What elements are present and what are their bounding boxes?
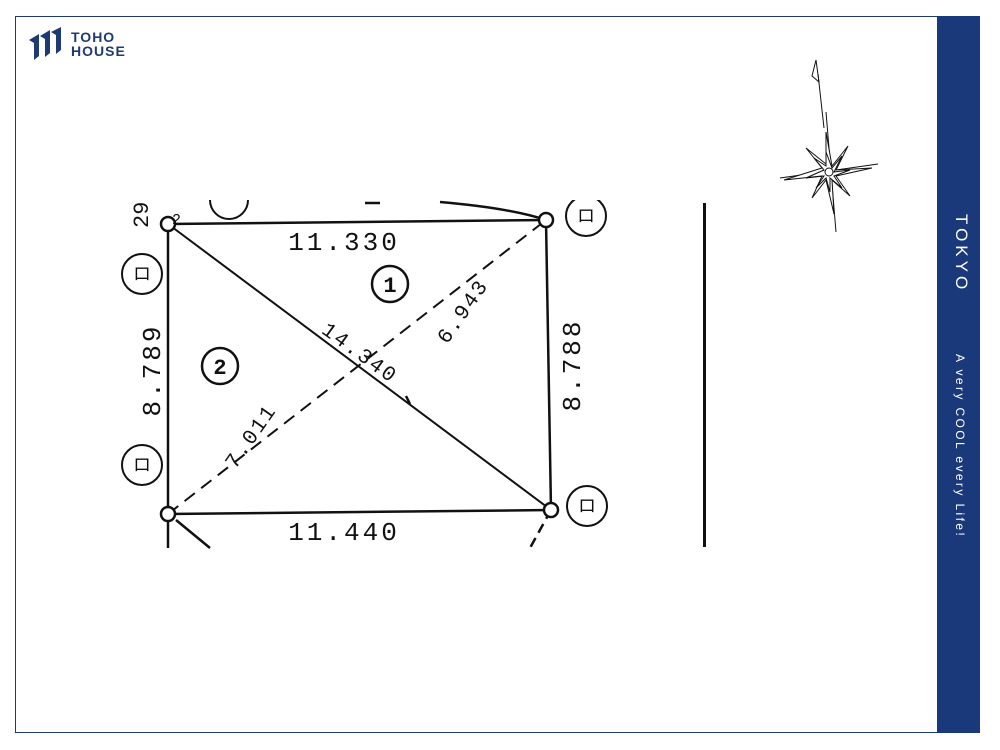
corner-marker-ne	[537, 211, 555, 229]
parcel-1-label: 1	[383, 274, 396, 299]
page-frame	[15, 16, 980, 733]
brand-sidebar: TOKYO A very COOL every Life!	[937, 16, 980, 733]
north-arrow-compass-icon	[779, 59, 879, 233]
land-survey-plan: ロ ロ ロ ロ 29 2 1 2 11.330 11.440 8.789 8.7…	[121, 200, 608, 549]
corner-mark-label: ロ	[578, 498, 596, 518]
top-boundary-line	[167, 218, 547, 226]
corner-marker-se	[542, 501, 560, 519]
right-boundary-line	[544, 219, 553, 511]
sidebar-city: TOKYO	[952, 214, 971, 294]
logo-text-line2: HOUSE	[71, 43, 126, 59]
logo-text-line1: TOHO	[71, 29, 116, 45]
corner-mark-label: ロ	[577, 208, 595, 228]
toho-house-logo[interactable]: TOHO HOUSE	[27, 26, 126, 62]
sidebar-tagline: A very COOL every Life!	[953, 354, 967, 539]
corner-mark-label: ロ	[133, 266, 151, 286]
partial-corner-label-2: 2	[172, 212, 181, 229]
dimension-diagonal-upper: 6.943	[434, 276, 495, 349]
dimension-diagonal-lower: 7.011	[222, 401, 283, 474]
adjacent-boundary-line	[703, 203, 706, 547]
partial-corner-label: 29	[130, 202, 155, 228]
bottom-boundary-line	[167, 508, 552, 516]
corner-mark-label: ロ	[133, 457, 151, 477]
parcel-2-label: 2	[213, 356, 226, 381]
parcel-2-circle	[200, 346, 240, 386]
corner-marker-nw	[159, 215, 177, 233]
dimension-top: 11.330	[288, 228, 400, 258]
logo-mark-icon	[29, 27, 61, 60]
dimension-diagonal-main: 14.340	[316, 319, 400, 389]
corner-marker-sw	[159, 505, 177, 523]
dimension-left: 8.789	[138, 323, 168, 416]
dimension-right: 8.788	[558, 318, 588, 411]
parcel-1-circle	[370, 264, 410, 304]
dashed-diagonal-line	[167, 219, 547, 515]
dimension-bottom: 11.440	[288, 518, 400, 548]
main-diagonal-line	[167, 223, 552, 511]
